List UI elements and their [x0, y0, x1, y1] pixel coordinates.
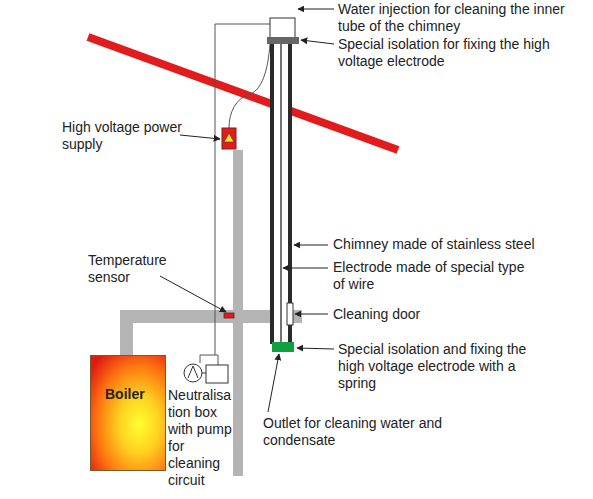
temperature-sensor	[224, 313, 234, 318]
callout-label: Special isolation for fixing the high vo…	[338, 36, 553, 70]
hv-cable	[229, 44, 270, 128]
leader-line	[160, 276, 226, 312]
bottom-isolation	[272, 342, 294, 352]
wire	[200, 24, 270, 363]
electrode	[280, 44, 282, 342]
callout-label: Electrode made of special type of wire	[333, 259, 533, 293]
leader-line	[301, 40, 334, 44]
hv-power-supply	[222, 128, 236, 149]
leader-line	[294, 245, 328, 246]
warning-symbol	[224, 133, 234, 142]
top-isolation	[267, 37, 299, 44]
callout-label: Special isolation and fixing the high vo…	[338, 341, 553, 392]
flue-pipe	[120, 310, 133, 356]
leader-line	[295, 314, 328, 315]
pump	[184, 364, 202, 382]
node-label: Boiler	[91, 356, 165, 402]
chimney-wall	[288, 42, 292, 344]
pipe	[202, 373, 206, 374]
callout-label: Cleaning door	[333, 306, 533, 323]
pump-symbol	[188, 366, 198, 378]
boiler-box: Boiler	[90, 355, 166, 471]
callout-label: Chimney made of stainless steel	[333, 236, 583, 253]
leader-line	[297, 348, 334, 349]
callout-label: Temperature sensor	[88, 252, 178, 286]
leader-line	[180, 135, 220, 139]
leader-line	[268, 354, 279, 412]
callout-label: Outlet for cleaning water and condensate	[263, 415, 478, 449]
neutralisation-box	[206, 365, 228, 383]
callout-label: Neutralisa tion box with pump for cleani…	[168, 387, 234, 489]
leader-line	[298, 9, 334, 10]
callout-label: Water injection for cleaning the inner t…	[338, 1, 578, 35]
chimney-bore	[270, 42, 292, 344]
cleaning-door	[287, 303, 293, 325]
water-injection	[270, 18, 295, 38]
chimney-wall	[270, 42, 274, 344]
leader-line	[283, 268, 328, 269]
wire	[215, 355, 218, 365]
callout-label: High voltage power supply	[62, 119, 182, 153]
